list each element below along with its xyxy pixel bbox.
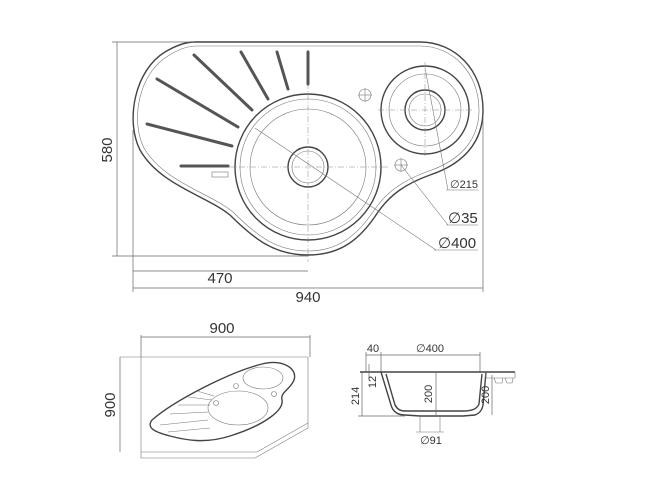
corner-main-bowl	[207, 390, 269, 426]
width-dimension-label: 940	[295, 289, 320, 306]
main-bowl-diameter-label: ∅400	[438, 235, 476, 252]
half-width-dimension-label: 470	[207, 270, 232, 287]
drain-diameter-label: ∅91	[420, 435, 442, 447]
corner-drainer-ribs	[159, 390, 215, 433]
rim-thickness-label: 12	[367, 376, 379, 388]
section-view: 40 ∅400 ∅91 200 200 214 12	[350, 343, 516, 447]
corner-width-label: 900	[209, 320, 234, 337]
leader-line	[254, 127, 437, 251]
corner-tap-hole	[233, 383, 239, 389]
height-dimension-label: 580	[99, 137, 116, 162]
overflow-fitting	[485, 372, 516, 384]
corner-small-bowl	[242, 366, 284, 390]
section-drain	[416, 416, 444, 433]
corner-view: 900 900	[102, 320, 311, 459]
tap-hole-diameter-label: ∅35	[448, 210, 478, 227]
rim-width-label: 40	[367, 343, 379, 355]
section-profile	[360, 371, 515, 417]
corner-tap-hole	[271, 391, 277, 397]
drainer-ribs	[145, 50, 310, 178]
leader-line	[400, 164, 449, 226]
top-view: ∅215 ∅35 ∅400 580 470 940	[99, 41, 484, 306]
countertop	[120, 356, 309, 459]
bowl-depth-label: 200	[423, 385, 435, 403]
corner-sink-outline	[149, 362, 296, 442]
corner-depth-label: 900	[102, 392, 119, 417]
side-depth-label: 200	[480, 386, 492, 404]
tap-hole-icon	[358, 88, 372, 102]
corner-tap-hole	[213, 400, 219, 406]
total-depth-label: 214	[350, 387, 362, 405]
sink-outline	[132, 41, 484, 256]
small-bowl-diameter-label: ∅215	[450, 179, 478, 191]
leader-line	[424, 67, 449, 191]
section-bowl-diameter-label: ∅400	[416, 343, 444, 355]
